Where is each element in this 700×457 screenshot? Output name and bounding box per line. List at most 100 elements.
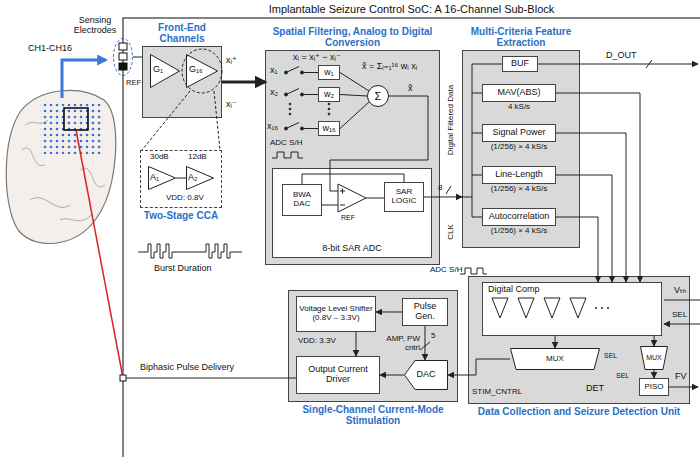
block-heading: Two-Stage CCA: [134, 210, 228, 221]
signal-label: 8: [438, 184, 442, 193]
drawing-stroke: [286, 67, 299, 73]
signal-label: 30dB: [150, 153, 169, 162]
node-label: Pulse Gen.: [404, 302, 446, 322]
node-label: 8-bit SAR ADC: [272, 244, 432, 254]
weight-box: w₁: [318, 65, 340, 80]
adc-box: 8-bit SAR ADC BWA DAC SAR LOGIC: [272, 168, 432, 258]
connector: [556, 175, 612, 282]
node-label: w₁₆: [322, 124, 335, 134]
connector: [424, 196, 462, 197]
connector: [355, 332, 356, 356]
drawing-stroke: [302, 72, 318, 73]
fv-wire: [669, 387, 698, 388]
dac-box: BWA DAC: [282, 184, 322, 216]
signal-label: REF: [341, 214, 355, 222]
detection-block: DETData Collection and Seizure Detection…: [468, 276, 690, 404]
node-label: MUX: [546, 355, 564, 364]
chip-outline: [123, 18, 700, 457]
bus-slash: [646, 60, 652, 68]
node-label: MAV(ABS): [498, 88, 541, 98]
node-label: DAC: [416, 370, 435, 380]
electrode-pad: [119, 53, 127, 60]
trap-shape: [511, 349, 600, 370]
block-heading: Spatial Filtering, Analog to Digital Con…: [259, 26, 446, 48]
connector: [556, 93, 640, 282]
drawing-stroke: [302, 94, 318, 95]
clock-waveform: [460, 268, 487, 274]
signal-label: VDD: 3.3V: [298, 337, 336, 346]
bus-slash: [446, 186, 451, 194]
summer-circle: Σ: [367, 85, 389, 107]
signal-label: SEL: [672, 311, 687, 320]
connector: [654, 336, 655, 346]
drawing-stroke: [289, 113, 291, 115]
signal-label: VDD: 0.8V: [166, 194, 204, 203]
tri-shape: [187, 55, 218, 88]
diagram-title: Implantable Seizure Control SoC: A 16-Ch…: [123, 3, 700, 15]
node-label: BUF: [511, 59, 529, 69]
feature-box: Signal Power(1/256) × 4 kS/s: [482, 124, 556, 142]
comparator-symbol: [338, 184, 366, 212]
block-heading: Single-Channel Current-Mode Stimulation: [282, 404, 464, 426]
node-label: PISO: [644, 383, 663, 392]
clock-waveform: [272, 152, 303, 158]
signal-label: CH1-CH16: [28, 44, 72, 54]
pulse-gen-box: Pulse Gen.: [402, 298, 448, 326]
drawing-stroke: [328, 108, 330, 110]
input-wire: [664, 300, 700, 324]
connector: [448, 359, 510, 375]
drawing-stroke: [328, 103, 330, 105]
drawing-stroke: [601, 307, 603, 309]
node-label: DET: [586, 384, 604, 394]
dout-wire: [538, 64, 698, 65]
drawing-stroke: [328, 113, 330, 115]
drawing-stroke: [607, 307, 609, 309]
drawing-stroke: [302, 128, 318, 129]
signal-label: CLK: [447, 224, 456, 240]
node-label: Σ: [375, 90, 382, 102]
filtered-wire: [330, 96, 428, 191]
amplifier-symbol: G₁₆: [186, 54, 218, 88]
amplifier-symbol: G₁: [150, 54, 180, 88]
node-label: A₁: [150, 173, 159, 183]
reference-electrode: [119, 63, 127, 70]
burst-waveform: [138, 244, 242, 258]
mux-symbol: MUX: [640, 346, 668, 370]
output-terminal: [120, 375, 126, 381]
channel-arrow: [62, 60, 106, 98]
signal-label: xᵢ = xᵢ⁺ − xᵢ⁻: [293, 53, 341, 63]
connector: [376, 311, 402, 312]
zoom-lines: [142, 91, 220, 150]
node-label: Signal Power: [492, 128, 545, 138]
node-label: MUX: [646, 354, 662, 362]
signal-label: SEL: [616, 372, 629, 380]
drawing-stroke: [289, 108, 291, 110]
signal-label: ADC S/H: [270, 139, 302, 148]
signal-label: FV: [675, 372, 687, 382]
dashed-ellipse: [114, 39, 133, 76]
connector: [222, 81, 265, 84]
signal-label: 5: [431, 332, 435, 341]
connector: [556, 133, 626, 282]
signal-label: ADC S/H: [430, 266, 462, 275]
biphasic-wire: [126, 378, 296, 379]
buffer-box: BUF: [502, 56, 538, 72]
signal-label: x₁: [270, 66, 278, 76]
drawing-stroke: [286, 123, 299, 129]
level-shifter-box: Voltage Level Shifter (0.8V – 3.3V): [296, 296, 376, 332]
feature-bus: [462, 64, 502, 217]
brain-outline: [6, 90, 116, 243]
signal-label: 12dB: [188, 153, 207, 162]
comparator-signs: [340, 189, 345, 206]
node-label: w₁: [324, 68, 334, 78]
logic-box: SAR LOGIC: [384, 182, 424, 212]
node-label: 4 kS/s: [462, 103, 576, 112]
connector: [380, 375, 404, 376]
signal-label: x̃: [408, 84, 413, 94]
tri-shape: [149, 167, 176, 190]
amplifier-symbol: A₁: [148, 166, 176, 190]
connector: [176, 178, 186, 179]
ellipsis-dots: [595, 307, 609, 309]
dac-symbol: DAC: [404, 360, 448, 390]
node-label: Sensing Electrodes: [67, 16, 123, 36]
